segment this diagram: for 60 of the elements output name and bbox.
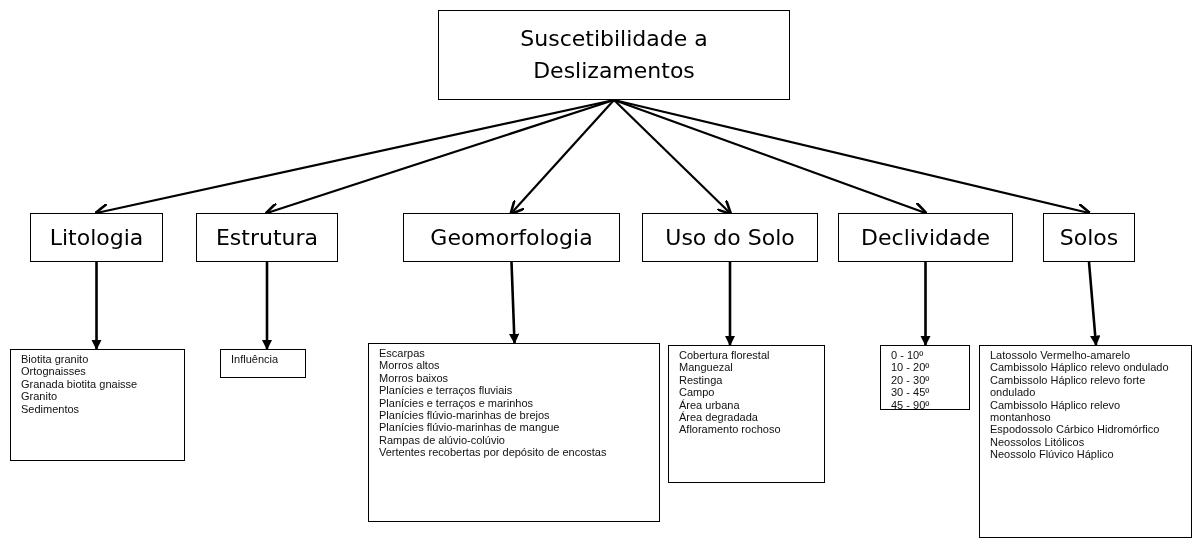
list-item: Planícies e terraços e marinhos	[379, 396, 535, 410]
list-item: Afloramento rochoso	[679, 423, 782, 436]
list-box	[10, 349, 185, 461]
list-item: Latossolo Vermelho-amarelo	[990, 349, 1132, 362]
list-item: Morros altos	[379, 359, 441, 372]
list-item: Rampas de alúvio-colúvio	[379, 433, 506, 447]
box-label: Litologia	[49, 225, 144, 250]
list-item: Vertentes recobertas por depósito de encostas	[379, 446, 608, 459]
list-item: Planícies flúvio-marinhas de brejos	[379, 409, 551, 422]
arrow	[1087, 261, 1101, 347]
list-box	[220, 349, 306, 378]
box-label: Declividade	[861, 225, 990, 250]
category-box	[1043, 213, 1135, 262]
category-box	[403, 213, 620, 262]
list-item: Escarpas	[379, 347, 426, 360]
list-item: 10 - 20º	[891, 361, 931, 374]
arrow	[724, 262, 736, 347]
category-box	[642, 213, 818, 262]
list-item: 45 - 90º	[891, 398, 931, 412]
box-label: Uso do Solo	[665, 225, 795, 250]
arrow	[91, 262, 102, 351]
box-label: Estrutura	[215, 225, 319, 250]
list-item: 20 - 30º	[891, 373, 931, 387]
list-item: Área degradada	[679, 411, 759, 424]
list-item: 30 - 45º	[891, 386, 931, 399]
list-item: Cambissolo Háplico relevo forte ondulado	[990, 373, 1147, 399]
list-item: Granada biotita gnaisse	[21, 377, 139, 391]
list-item: Espodossolo Cárbico Hidromórfico	[990, 423, 1161, 436]
arrow	[261, 262, 273, 351]
list-box	[368, 343, 660, 522]
list-item: Cambissolo Háplico relevo montanhoso	[990, 398, 1122, 424]
list-item: Morros baixos	[379, 371, 450, 385]
list-box	[880, 345, 970, 410]
list-item: Granito	[21, 390, 59, 403]
arrow	[508, 261, 520, 345]
list-item: Influência	[231, 353, 280, 366]
list-item: Área urbana	[679, 398, 741, 411]
list-item: Neossolo Flúvico Háplico	[990, 448, 1115, 461]
list-item: Campo	[679, 386, 716, 399]
list-box	[668, 345, 825, 483]
title-box	[438, 10, 790, 100]
list-box	[979, 345, 1192, 538]
list-item: Planícies e terraços fluviais	[379, 384, 514, 397]
list-item: Neossolos Litólicos	[990, 435, 1086, 449]
list-item: Planícies flúvio-marinhas de mangue	[379, 421, 561, 434]
category-box	[30, 213, 163, 262]
list-item: 0 - 10º	[891, 349, 925, 362]
list-item: Manguezal	[679, 361, 734, 374]
list-item: Ortognaisses	[21, 365, 87, 378]
list-item: Cobertura florestal	[679, 349, 771, 362]
box-label: Solos	[1059, 225, 1119, 250]
category-box	[196, 213, 338, 262]
list-item: Sedimentos	[21, 402, 81, 416]
arrow	[920, 262, 931, 347]
box-label: Geomorfologia	[430, 225, 593, 250]
list-item: Biotita granito	[21, 353, 90, 366]
category-box	[838, 213, 1013, 262]
list-item: Restinga	[679, 373, 724, 387]
box-label: Suscetibilidade a Deslizamentos	[519, 25, 709, 85]
list-item: Cambissolo Háplico relevo ondulado	[990, 361, 1170, 374]
